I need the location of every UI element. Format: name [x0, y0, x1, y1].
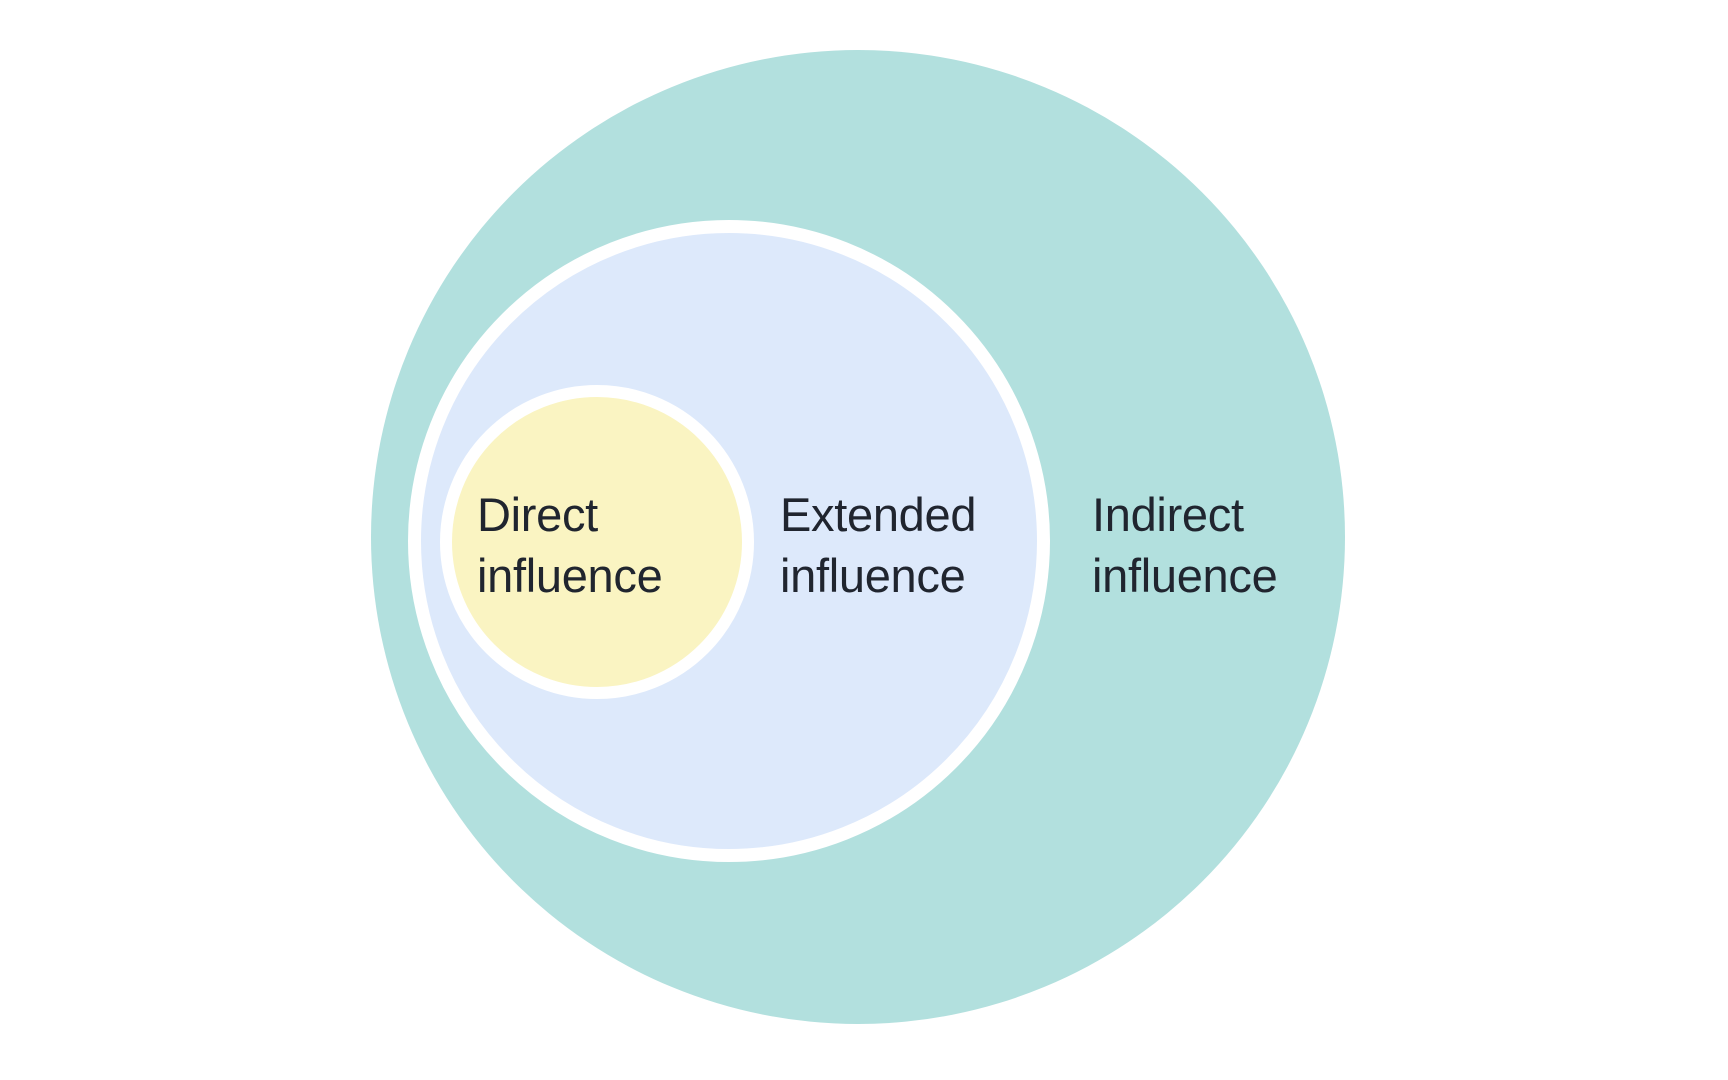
indirect-influence-label: Indirect influence: [1092, 488, 1278, 602]
extended-influence-label: Extended influence: [780, 488, 977, 602]
direct-influence-label: Direct influence: [477, 488, 663, 602]
